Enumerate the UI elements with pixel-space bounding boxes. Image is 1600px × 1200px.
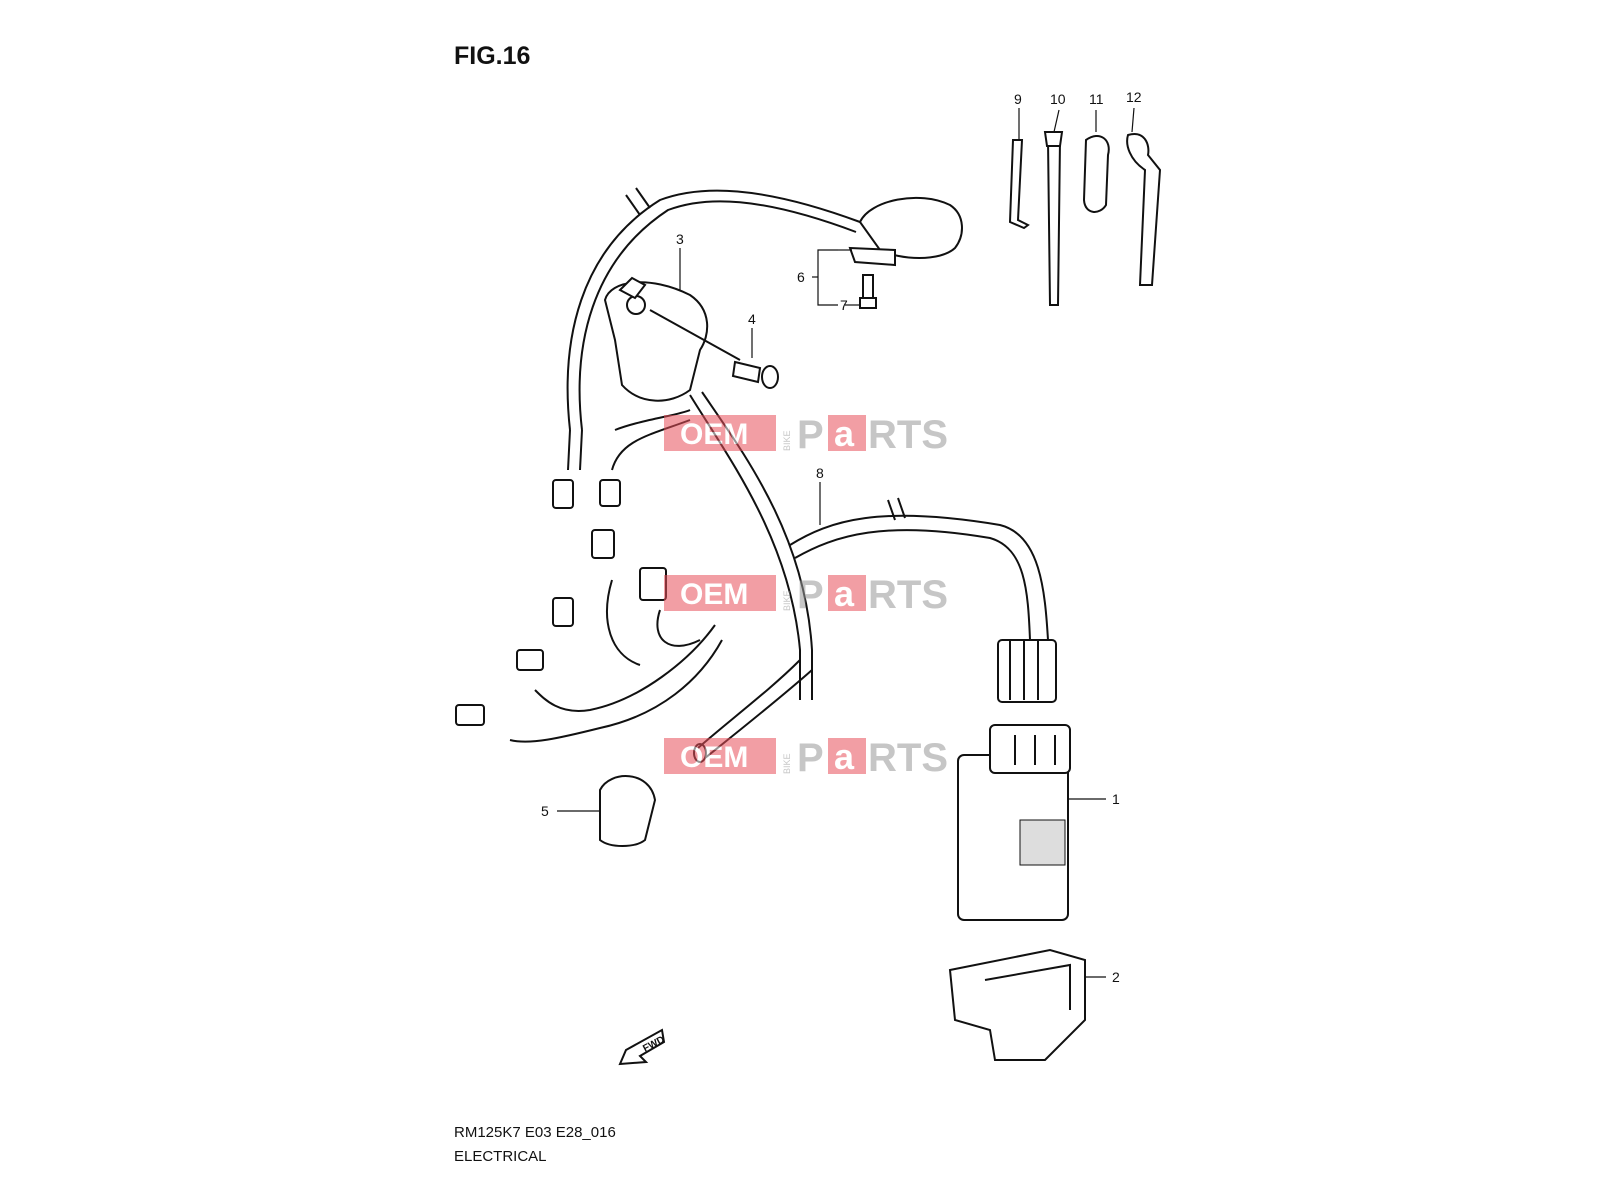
svg-text:RTS: RTS (868, 736, 948, 780)
ties (1008, 131, 1162, 306)
svg-text:a: a (834, 573, 855, 614)
svg-text:P: P (797, 573, 824, 617)
harness-upper-loop (566, 189, 861, 431)
callout-3: 3 (676, 231, 684, 247)
svg-text:RTS: RTS (868, 413, 948, 457)
callout-12: 12 (1126, 89, 1142, 105)
fwd-label: FWD (641, 1034, 666, 1054)
ecu-1 (957, 724, 1071, 921)
tie-12 (1126, 133, 1162, 286)
wire-harness (509, 187, 1049, 763)
connectors (455, 479, 1057, 726)
svg-text:P: P (797, 736, 824, 780)
harness-lower-left-2 (509, 639, 723, 743)
svg-text:BIKE: BIKE (782, 590, 792, 611)
harness-upper-loop-inner (578, 200, 857, 431)
callout-11: 11 (1089, 91, 1104, 107)
harness-right-loop-inner (794, 529, 1031, 641)
callout-1: 1 (1112, 791, 1120, 807)
callout-8: 8 (816, 465, 824, 481)
harness-lower-left-3 (606, 579, 641, 666)
svg-text:BIKE: BIKE (782, 753, 792, 774)
connector-mid-b (639, 567, 667, 601)
screw-7 (859, 274, 877, 309)
tie-11 (1082, 135, 1110, 213)
svg-text:OEM: OEM (680, 418, 748, 451)
callout-numbers: 1 2 3 4 5 6 7 8 9 10 11 12 (541, 89, 1142, 985)
connector-ecu-plug (997, 639, 1057, 703)
callout-4: 4 (748, 311, 756, 327)
connector-lower-a (552, 597, 574, 627)
svg-text:a: a (834, 736, 855, 777)
engine-stop-switch (603, 276, 741, 402)
callout-10: 10 (1050, 91, 1066, 107)
clamp-6 (848, 196, 963, 267)
connector-lower-b (516, 649, 544, 671)
svg-text:OEM: OEM (680, 578, 748, 611)
callout-2: 2 (1112, 969, 1120, 985)
harness-lower-left-4 (656, 609, 701, 647)
svg-text:a: a (834, 413, 855, 454)
ecu-holder-2 (948, 948, 1086, 1061)
connector-top-left-a (552, 479, 574, 509)
svg-text:P: P (797, 413, 824, 457)
harness-lower-left (534, 624, 716, 712)
tie-9 (1008, 139, 1030, 230)
svg-text:OEM: OEM (680, 741, 748, 774)
bolt-4 (731, 360, 779, 389)
connector-mid-a (591, 529, 615, 559)
callout-6: 6 (797, 269, 805, 285)
callout-5: 5 (541, 803, 549, 819)
harness-right-loop (789, 514, 1049, 641)
connector-top-left-b (599, 479, 621, 507)
tie-10 (1046, 139, 1062, 306)
cap-5 (599, 775, 657, 847)
watermark-bottom: OEM BIKE P a RTS (664, 736, 948, 780)
svg-text:RTS: RTS (868, 573, 948, 617)
fwd-arrow-icon: FWD (618, 1028, 667, 1066)
watermark-top: OEM BIKE P a RTS (664, 413, 948, 457)
callout-7: 7 (840, 297, 848, 313)
figure-name: ELECTRICAL (454, 1148, 547, 1165)
svg-text:BIKE: BIKE (782, 430, 792, 451)
figure-code: RM125K7 E03 E28_016 (454, 1124, 616, 1141)
watermark-middle: OEM BIKE P a RTS (664, 573, 948, 617)
harness-left-branch (567, 429, 583, 471)
callout-9: 9 (1014, 91, 1022, 107)
figure-title: FIG.16 (454, 42, 531, 70)
connector-lower-c (455, 704, 485, 726)
callout-leaders (557, 107, 1135, 978)
